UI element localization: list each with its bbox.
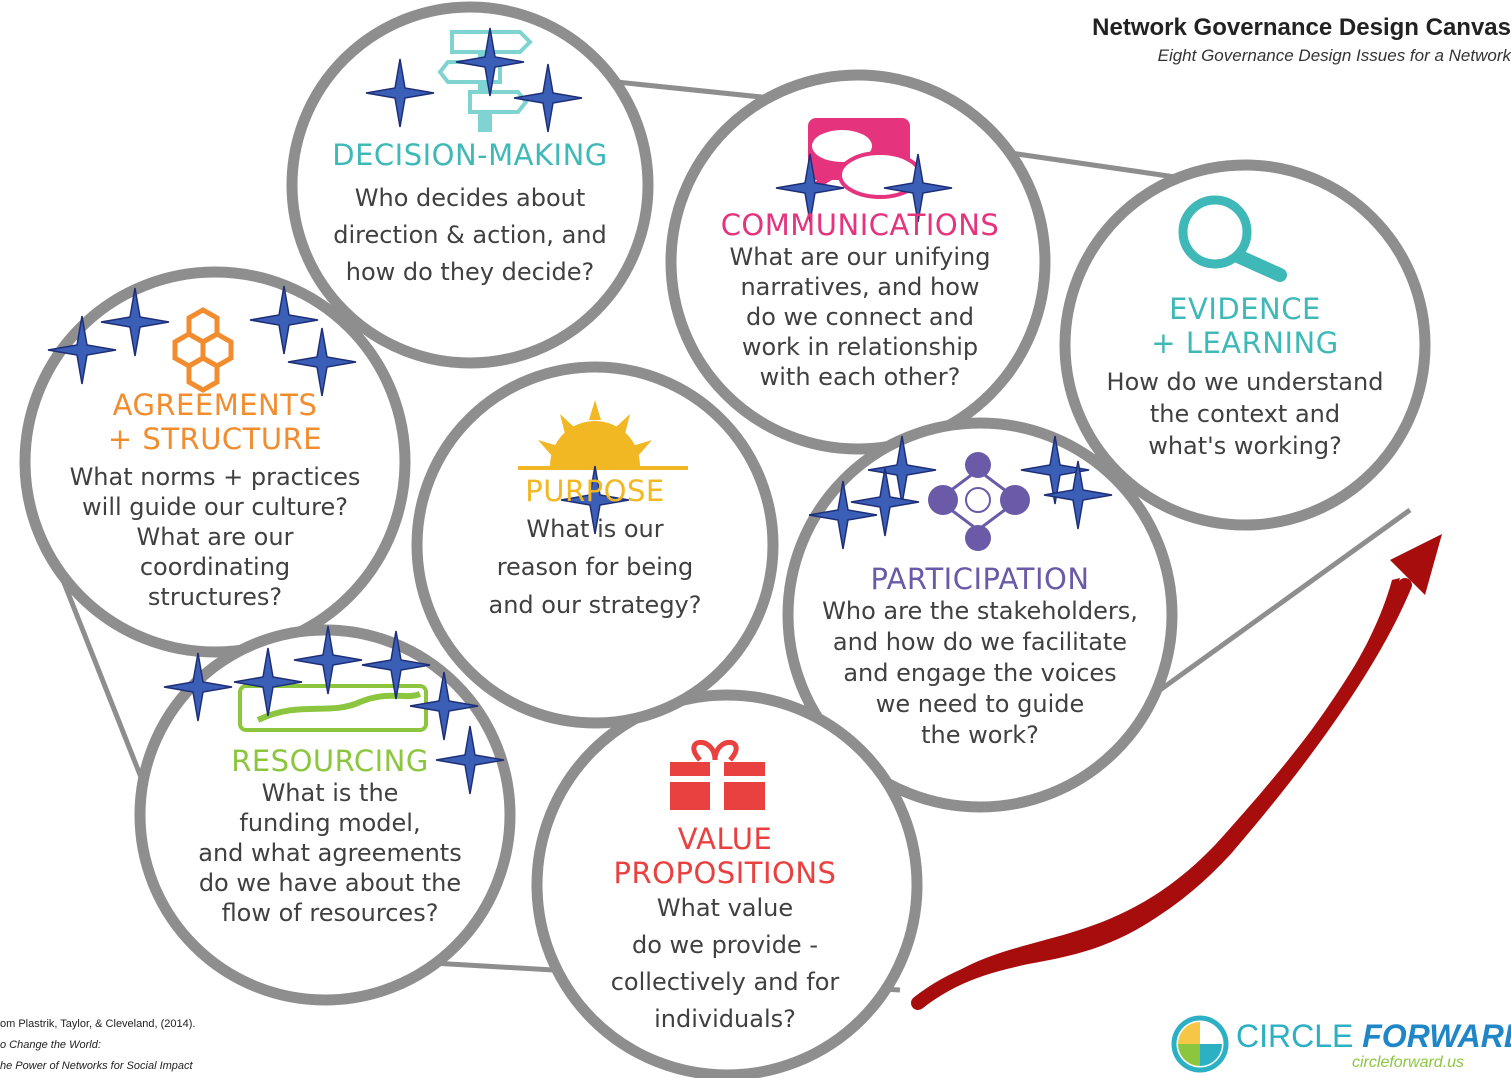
question-line: and our strategy? <box>488 591 702 619</box>
question-line: What norms + practices <box>69 463 361 491</box>
river-road-icon <box>238 684 428 732</box>
purpose-block: PURPOSE What is our reason for being and… <box>440 474 750 624</box>
people-network-icon <box>928 452 1030 551</box>
question-line: do we provide - <box>632 931 818 959</box>
question-line: do we have about the <box>198 869 462 897</box>
question-line: the work? <box>921 721 1039 749</box>
header: Network Governance Design Canvas Eight G… <box>971 14 1511 66</box>
value-propositions-block: VALUE PROPOSITIONS What value do we prov… <box>555 822 895 1038</box>
question-line: What are our <box>136 523 294 551</box>
question-line: reason for being <box>496 553 694 581</box>
citation-subtitle: he Power of Networks for Social Impact <box>0 1060 193 1072</box>
question-line: Who decides about <box>354 184 586 212</box>
question-line: Who are the stakeholders, <box>822 597 1138 625</box>
question-line: What is the <box>261 779 399 807</box>
resourcing-label: RESOURCING <box>231 744 429 778</box>
question-line: What is our <box>526 515 664 543</box>
agreements-structure-question: What norms + practices will guide our cu… <box>45 462 385 612</box>
ring-evidence <box>1059 159 1431 531</box>
propositions-label: PROPOSITIONS <box>613 856 837 890</box>
circle-forward-logo: CIRCLE FORWARD circleforward.us <box>1170 1014 1511 1074</box>
resourcing-question: What is the funding model, and what agre… <box>160 778 500 928</box>
participation-label: PARTICIPATION <box>870 562 1090 596</box>
decision-making-block: DECISION-MAKING Who decides about direct… <box>300 138 640 291</box>
structure-label: + STRUCTURE <box>107 422 323 456</box>
question-line: coordinating <box>139 553 291 581</box>
logo-word-circle: CIRCLE <box>1236 1018 1363 1054</box>
communications-label: COMMUNICATIONS <box>720 208 1000 242</box>
question-line: structures? <box>147 583 283 611</box>
question-line: How do we understand <box>1106 368 1384 396</box>
question-line: and engage the voices <box>843 659 1117 687</box>
page-subtitle: Eight Governance Design Issues for a Net… <box>1157 46 1511 65</box>
citation-authors: om Plastrik, Taylor, & Cleveland, (2014)… <box>0 1018 196 1030</box>
communications-block: COMMUNICATIONS What are our unifying nar… <box>690 208 1030 392</box>
resourcing-block: RESOURCING What is the funding model, an… <box>160 744 500 928</box>
value-propositions-question: What value do we provide - collectively … <box>555 890 895 1038</box>
sun-icon <box>518 400 688 470</box>
logo-url: circleforward.us <box>1352 1054 1465 1071</box>
question-line: direction & action, and <box>333 221 607 249</box>
agreements-structure-block: AGREEMENTS + STRUCTURE What norms + prac… <box>45 388 385 612</box>
logo-wordmark: CIRCLE FORWARD <box>1236 1018 1511 1055</box>
agreements-label: AGREEMENTS <box>112 388 318 422</box>
question-line: will guide our culture? <box>82 493 348 521</box>
question-line: funding model, <box>239 809 421 837</box>
decision-making-question: Who decides about direction & action, an… <box>300 180 640 291</box>
gift-icon <box>670 739 765 810</box>
question-line: work in relationship <box>741 333 979 361</box>
question-line: What are our unifying <box>729 243 991 271</box>
question-line: do we connect and <box>745 303 975 331</box>
logo-word-forward: FORWARD <box>1362 1018 1511 1054</box>
magnifier-icon <box>1178 195 1287 282</box>
question-line: what's working? <box>1148 432 1342 460</box>
question-line: collectively and for <box>610 968 840 996</box>
evidence-label: EVIDENCE <box>1169 292 1321 326</box>
question-line: and how do we facilitate <box>832 628 1128 656</box>
learning-label: + LEARNING <box>1151 326 1339 360</box>
hexagon-network-icon <box>172 307 234 393</box>
question-line: individuals? <box>654 1005 796 1033</box>
ring-agreements <box>19 266 411 658</box>
ring-purpose <box>411 361 779 729</box>
question-line: the context and <box>1149 400 1341 428</box>
question-line: flow of resources? <box>221 899 439 927</box>
curved-arrow-icon <box>911 534 1442 1010</box>
page-title: Network Governance Design Canvas <box>1092 14 1511 41</box>
purpose-question: What is our reason for being and our str… <box>440 510 750 624</box>
citation-title: o Change the World: <box>0 1039 101 1051</box>
question-line: with each other? <box>759 363 961 391</box>
question-line: narratives, and how <box>740 273 980 301</box>
citation: om Plastrik, Taylor, & Cleveland, (2014)… <box>0 1014 195 1077</box>
participation-block: PARTICIPATION Who are the stakeholders, … <box>790 562 1170 751</box>
ring-communications <box>665 69 1051 455</box>
participation-question: Who are the stakeholders, and how do we … <box>790 596 1170 751</box>
ring-value <box>531 689 923 1078</box>
decision-making-label: DECISION-MAKING <box>332 138 608 172</box>
logo-mark-icon <box>1171 1015 1229 1073</box>
question-line: and what agreements <box>198 839 462 867</box>
value-label: VALUE <box>677 822 773 856</box>
evidence-learning-block: EVIDENCE + LEARNING How do we understand… <box>1075 292 1415 462</box>
communications-question: What are our unifying narratives, and ho… <box>690 242 1030 392</box>
question-line: What value <box>656 894 794 922</box>
question-line: how do they decide? <box>345 258 595 286</box>
question-line: we need to guide <box>875 690 1085 718</box>
purpose-label: PURPOSE <box>525 474 665 508</box>
evidence-learning-question: How do we understand the context and wha… <box>1075 366 1415 462</box>
